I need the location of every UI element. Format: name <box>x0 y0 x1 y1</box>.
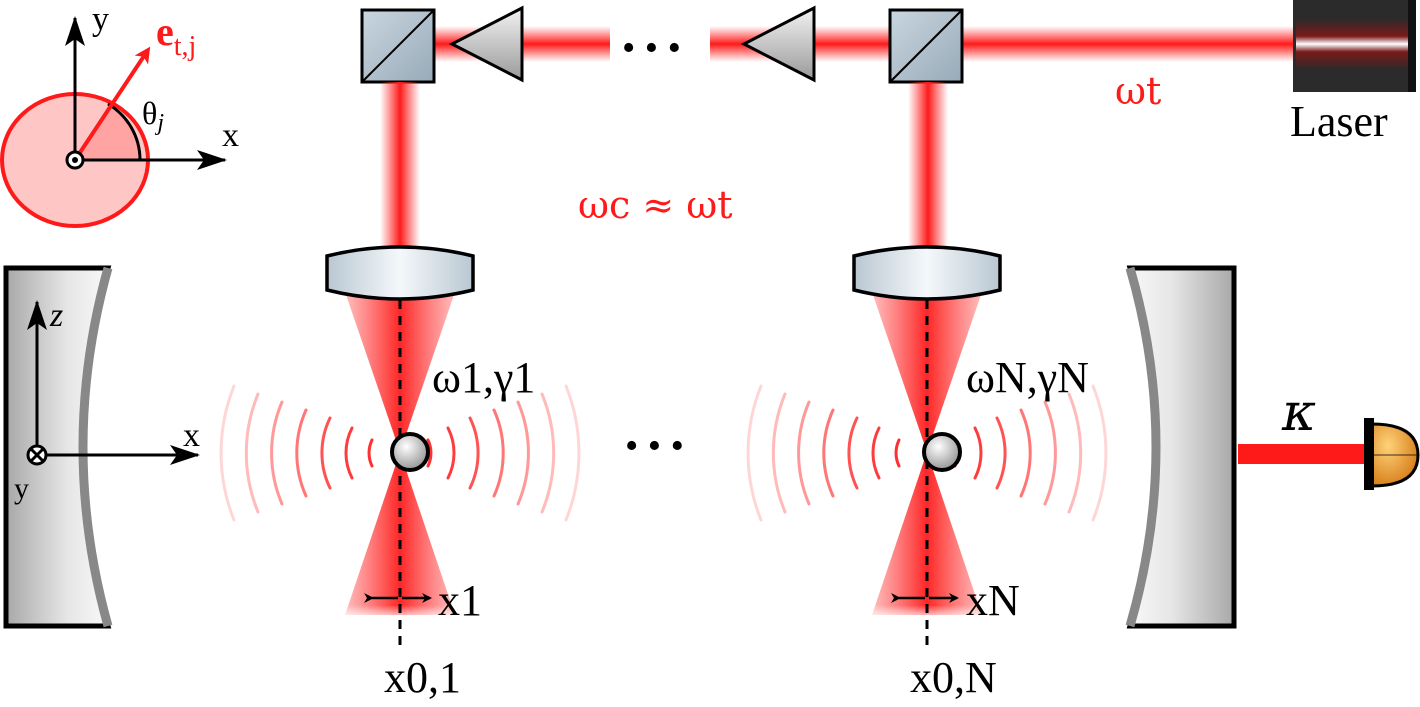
lens-n <box>852 245 1002 301</box>
e-vector-label: et,j <box>156 9 196 62</box>
prism-n <box>740 5 816 83</box>
cavity-axes <box>26 300 200 466</box>
atom-n <box>922 432 962 472</box>
vertical-beam-1 <box>380 82 420 252</box>
lens-1 <box>325 245 475 301</box>
top-beam <box>430 26 1310 62</box>
theta-label: θj <box>142 95 164 136</box>
axis-y-label-cavity: y <box>14 472 29 505</box>
omegaN-gammaN-label: ωN,γN <box>966 353 1089 402</box>
beam-splitter-1 <box>360 8 436 84</box>
polarization-inset <box>0 16 227 228</box>
top-ellipsis: • • • <box>622 27 681 69</box>
x0N-label: x0,N <box>910 653 997 702</box>
x01-label: x0,1 <box>384 653 461 702</box>
beam-splitter-n <box>888 8 964 84</box>
axis-x-label-cavity: x <box>183 417 200 454</box>
right-mirror <box>1125 265 1237 629</box>
output-beam <box>1238 444 1368 464</box>
atoms-ellipsis: • • • <box>625 425 684 467</box>
scatter-waves-1 <box>219 384 581 522</box>
axis-y-label-inset: y <box>92 1 109 38</box>
prism-1 <box>448 5 524 83</box>
axis-z-label: z <box>49 297 63 334</box>
vertical-beam-n <box>908 82 948 252</box>
xN-label: xN <box>966 576 1020 625</box>
atom-1 <box>390 432 430 472</box>
laser-label: Laser <box>1290 97 1388 146</box>
x1-label: x1 <box>438 576 482 625</box>
laser-source <box>1293 0 1416 92</box>
omega-t-label: ωt <box>1115 69 1161 113</box>
omega-c-approx-label: ωc ≈ ωt <box>578 183 733 227</box>
left-mirror <box>3 265 113 629</box>
detector <box>1364 418 1420 490</box>
axis-x-label-inset: x <box>222 117 239 154</box>
kappa-label: κ <box>1281 383 1316 443</box>
omega1-gamma1-label: ω1,γ1 <box>432 353 535 402</box>
